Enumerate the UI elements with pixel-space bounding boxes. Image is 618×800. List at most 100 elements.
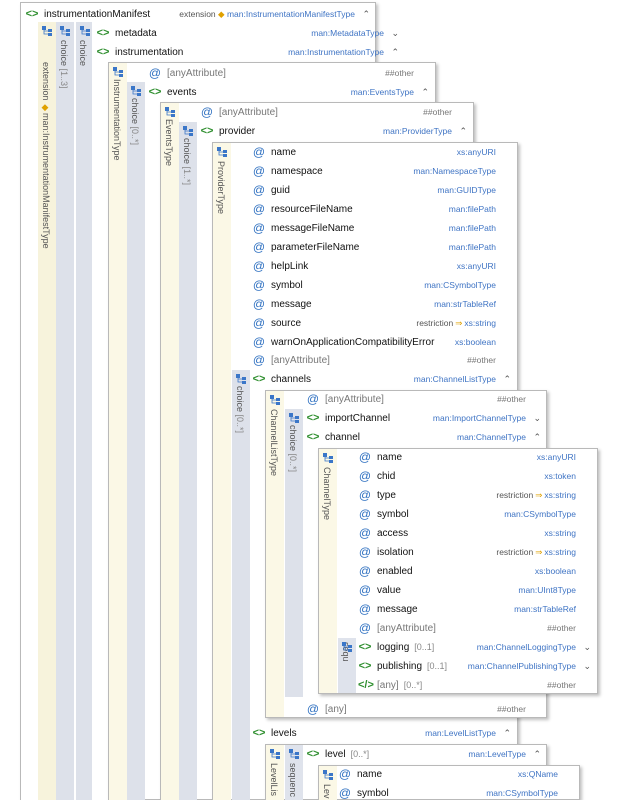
channel-any-row[interactable]: </> [any] [0..*] ##other — [358, 679, 576, 691]
channel-any-attribute-row[interactable]: @ [anyAttribute] ##other — [358, 621, 576, 635]
sequence-label: sequenc — [288, 763, 298, 798]
root-element-row[interactable]: <> instrumentationManifest extension ◆ m… — [25, 5, 373, 23]
instr-choice-column: choice [0..*] — [127, 82, 145, 800]
root-element-name: instrumentationManifest — [44, 8, 151, 20]
expand-chevron-icon[interactable]: ⌄ — [583, 660, 591, 671]
collapse-chevron-icon[interactable]: ⌃ — [503, 373, 511, 384]
level-row[interactable]: <> level [0..*] man:LevelType ⌃ — [306, 748, 541, 760]
attribute-type: man:GUIDType — [437, 185, 496, 195]
attribute-name: messageFileName — [271, 222, 355, 234]
attribute-icon: @ — [252, 335, 266, 349]
root-extension: extension ◆ man:InstrumentationManifestT… — [179, 8, 355, 19]
attribute-name: value — [377, 584, 401, 596]
group-icon — [131, 86, 141, 96]
group-icon — [323, 453, 333, 463]
channel-list-any-row[interactable]: @ [any] ##other — [306, 702, 526, 716]
events-any-attribute-row[interactable]: @ [anyAttribute] ##other — [200, 105, 452, 119]
group-icon — [165, 107, 175, 117]
collapse-chevron-icon[interactable]: ⌃ — [533, 431, 541, 442]
element-icon: <> — [25, 8, 39, 20]
attribute-type: man:strTableRef — [514, 604, 576, 614]
attribute-name: namespace — [271, 165, 323, 177]
provider-row[interactable]: <> provider man:ProviderType ⌃ — [200, 125, 467, 137]
expand-chevron-icon[interactable]: ⌄ — [583, 641, 591, 652]
attribute-name: type — [377, 489, 396, 501]
attribute-name: source — [271, 317, 302, 329]
element-icon: <> — [252, 373, 266, 385]
attribute-icon: @ — [252, 183, 266, 197]
attribute-icon: @ — [358, 564, 372, 578]
provider-any-attribute-row[interactable]: @ [anyAttribute] ##other — [252, 353, 496, 367]
choice-label: choice [0..*] — [130, 98, 140, 146]
import-channel-row[interactable]: <> importChannel man:ImportChannelType ⌄ — [306, 412, 541, 424]
provider-type-label: ProviderType — [216, 161, 226, 215]
levels-row[interactable]: <> levels man:LevelListType ⌃ — [252, 727, 511, 739]
attribute-type: restriction⇒xs:string — [416, 317, 496, 328]
any-element-icon: @ — [306, 702, 320, 716]
attribute-type: man:CSymbolType — [486, 788, 558, 798]
collapse-chevron-icon[interactable]: ⌃ — [421, 86, 429, 97]
collapse-chevron-icon[interactable]: ⌃ — [362, 8, 370, 19]
attribute-name: isolation — [377, 546, 414, 558]
expand-chevron-icon[interactable]: ⌄ — [391, 27, 399, 38]
element-icon: <> — [306, 431, 320, 443]
metadata-row[interactable]: <> metadata man:MetadataType ⌄ — [96, 27, 399, 39]
provider-type-column: ProviderType — [213, 143, 231, 800]
attribute-type: xs:boolean — [534, 566, 576, 576]
sequence-label: sequ — [341, 642, 351, 662]
group-icon — [113, 67, 123, 77]
channel-list-type-label: ChannelListType — [269, 409, 279, 477]
publishing-row[interactable]: <> publishing [0..1] man:ChannelPublishi… — [358, 660, 591, 672]
any-attribute-icon: @ — [252, 353, 266, 367]
element-icon: <> — [358, 660, 372, 672]
expand-chevron-icon[interactable]: ⌄ — [533, 412, 541, 423]
element-icon: <> — [358, 641, 372, 653]
group-icon — [42, 26, 52, 36]
attribute-name: chid — [377, 470, 396, 482]
collapse-chevron-icon[interactable]: ⌃ — [533, 748, 541, 759]
instrumentation-row[interactable]: <> instrumentation man:InstrumentationTy… — [96, 46, 399, 58]
instr-any-attribute-row[interactable]: @ [anyAttribute] ##other — [148, 66, 414, 80]
level-list-type-column: LevelLis — [266, 745, 284, 800]
channel-row[interactable]: <> channel man:ChannelType ⌃ — [306, 431, 541, 443]
attribute-type: restriction⇒xs:string — [496, 489, 576, 500]
attribute-name: symbol — [271, 279, 303, 291]
channels-row[interactable]: <> channels man:ChannelListType ⌃ — [252, 373, 511, 385]
level-type-column: Lev — [319, 766, 337, 800]
collapse-chevron-icon[interactable]: ⌃ — [503, 727, 511, 738]
group-icon — [217, 147, 227, 157]
extension-column: extension ◆man:InstrumentationManifestTy… — [38, 22, 56, 800]
channel-list-any-attribute-row[interactable]: @ [anyAttribute] ##other — [306, 392, 526, 406]
collapse-chevron-icon[interactable]: ⌃ — [391, 46, 399, 57]
logging-row[interactable]: <> logging [0..1] man:ChannelLoggingType… — [358, 641, 591, 653]
choice-column-1: choice [1..3] — [56, 22, 74, 800]
group-icon — [289, 413, 299, 423]
attribute-type: xs:token — [544, 471, 576, 481]
collapse-chevron-icon[interactable]: ⌃ — [459, 125, 467, 136]
attribute-type: xs:QName — [517, 769, 558, 779]
attribute-type: xs:anyURI — [536, 452, 576, 462]
events-row[interactable]: <> events man:EventsType ⌃ — [148, 86, 429, 98]
